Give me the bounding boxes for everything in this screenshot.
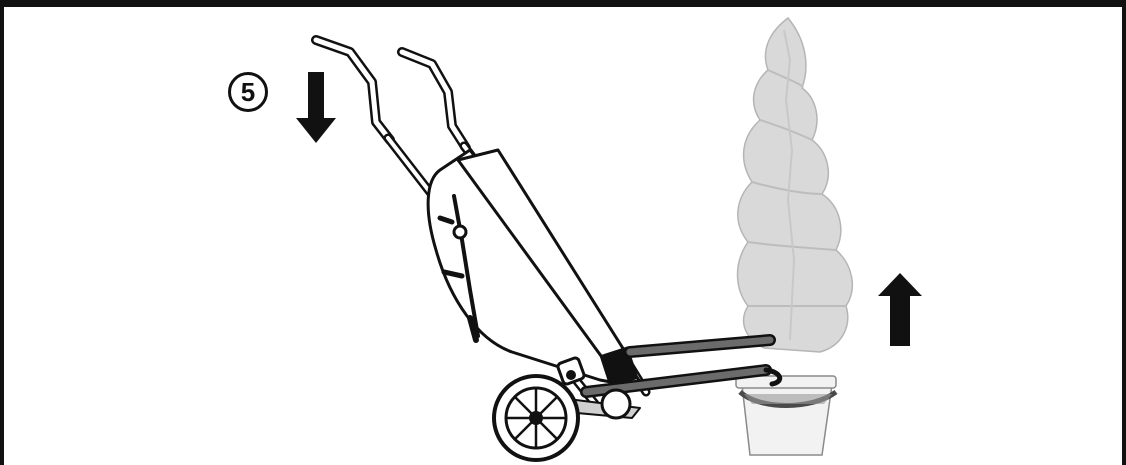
hand-truck-icon [316,40,780,460]
potted-plant-icon [736,18,852,455]
arrow-up-icon [878,273,922,346]
arrow-down-icon [296,72,336,143]
